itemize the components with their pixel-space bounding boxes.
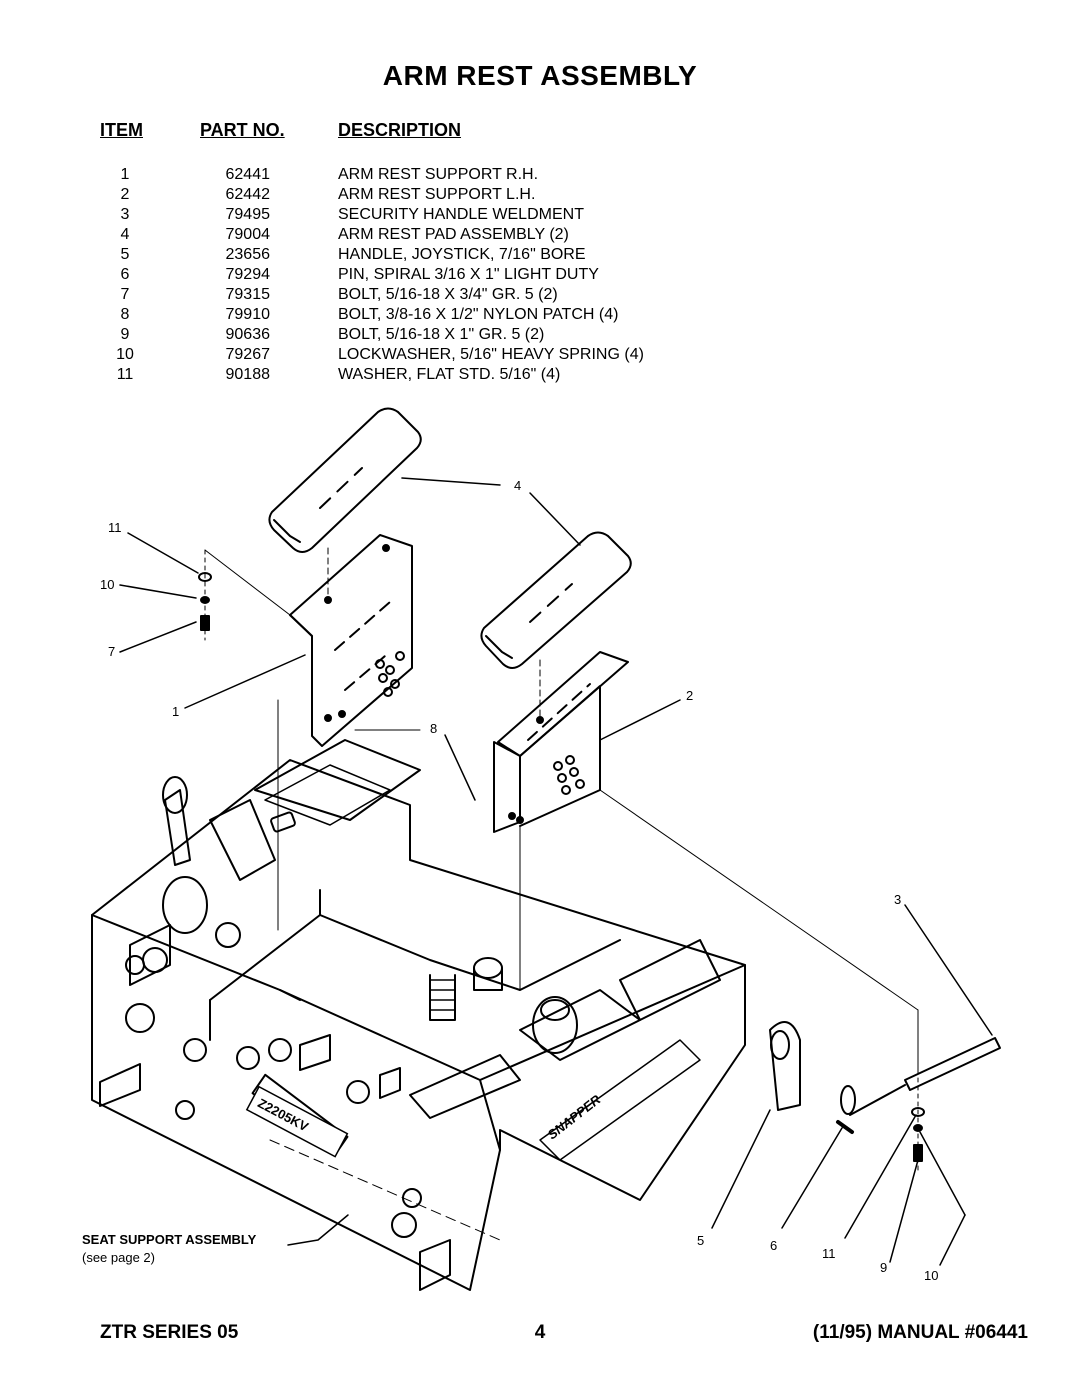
part-description: BOLT, 3/8-16 X 1/2" NYLON PATCH (4): [338, 306, 619, 323]
arm-rest-support-rh: [289, 534, 413, 747]
spiral-pin: [836, 1120, 854, 1134]
joystick-handle: [769, 1021, 801, 1111]
table-row: 9 90636 BOLT, 5/16-18 X 1" GR. 5 (2): [0, 325, 1080, 345]
table-row: 11 90188 WASHER, FLAT STD. 5/16" (4): [0, 365, 1080, 385]
security-handle-weldment: [840, 1037, 1001, 1116]
item-number: 5: [120, 246, 130, 263]
item-number: 1: [120, 166, 130, 183]
part-description: ARM REST PAD ASSEMBLY (2): [338, 226, 569, 243]
leader-lines: [119, 477, 993, 1266]
footer-manual: (11/95) MANUAL #06441: [812, 1322, 1028, 1343]
page-title: ARM REST ASSEMBLY: [382, 60, 698, 91]
part-number: 79004: [225, 226, 271, 243]
part-description: ARM REST SUPPORT L.H.: [338, 186, 536, 203]
part-number: 79910: [225, 306, 271, 323]
callout-6: 6: [770, 1238, 777, 1253]
part-number: 23656: [225, 246, 271, 263]
part-number: 79294: [225, 266, 271, 283]
callout-10: 10: [100, 577, 114, 592]
header-description: DESCRIPTION: [338, 120, 462, 140]
part-description: BOLT, 5/16-18 X 3/4" GR. 5 (2): [338, 286, 558, 303]
part-number: 62441: [225, 166, 271, 183]
item-number: 2: [120, 186, 130, 203]
part-description: BOLT, 5/16-18 X 1" GR. 5 (2): [338, 326, 545, 343]
callout-3: 3: [894, 892, 901, 907]
callout-4: 4: [514, 478, 521, 493]
callout-9: 9: [880, 1260, 887, 1275]
callout-2: 2: [686, 688, 693, 703]
item-number: 11: [116, 366, 134, 383]
part-description: HANDLE, JOYSTICK, 7/16" BORE: [338, 246, 586, 263]
table-row: 2 62442 ARM REST SUPPORT L.H.: [0, 185, 1080, 205]
part-number: 90188: [225, 366, 271, 383]
part-number: 90636: [225, 326, 271, 343]
table-row: 7 79315 BOLT, 5/16-18 X 3/4" GR. 5 (2): [0, 285, 1080, 305]
callout-11: 11: [108, 520, 122, 535]
arm-rest-pad-rh: [268, 407, 422, 553]
item-number: 8: [120, 306, 130, 323]
item-number: 3: [120, 206, 130, 223]
table-row: 6 79294 PIN, SPIRAL 3/16 X 1" LIGHT DUTY: [0, 265, 1080, 285]
page-number: 4: [534, 1322, 546, 1343]
part-description: LOCKWASHER, 5/16" HEAVY SPRING (4): [338, 346, 644, 363]
part-number: 79267: [225, 346, 271, 363]
footer-series: ZTR SERIES 05: [100, 1322, 239, 1343]
callout-10: 10: [924, 1268, 938, 1283]
header-item: ITEM: [100, 120, 143, 140]
part-number: 79495: [225, 206, 271, 223]
callout-7: 7: [108, 644, 115, 659]
part-description: WASHER, FLAT STD. 5/16" (4): [338, 366, 561, 383]
callout-11: 11: [822, 1246, 836, 1261]
table-row: 4 79004 ARM REST PAD ASSEMBLY (2): [0, 225, 1080, 245]
part-description: SECURITY HANDLE WELDMENT: [338, 206, 584, 223]
callout-1: 1: [172, 704, 179, 719]
arm-rest-pad-lh: [480, 531, 632, 669]
arm-rest-support-lh: [493, 651, 629, 833]
part-number: 62442: [225, 186, 271, 203]
item-number: 7: [120, 286, 130, 303]
seat-support-label: SEAT SUPPORT ASSEMBLY: [82, 1232, 257, 1247]
table-row: 10 79267 LOCKWASHER, 5/16" HEAVY SPRING …: [0, 345, 1080, 365]
table-row: 1 62441 ARM REST SUPPORT R.H.: [0, 165, 1080, 185]
fastener-stack-left: [198, 549, 291, 641]
table-row: 3 79495 SECURITY HANDLE WELDMENT: [0, 205, 1080, 225]
item-number: 9: [120, 326, 130, 343]
item-number: 6: [120, 266, 130, 283]
callout-5: 5: [697, 1233, 704, 1248]
part-description: ARM REST SUPPORT R.H.: [338, 166, 539, 183]
part-description: PIN, SPIRAL 3/16 X 1" LIGHT DUTY: [338, 266, 599, 283]
callout-8: 8: [430, 721, 437, 736]
assembly-guide-lines: [277, 547, 919, 1071]
table-row: 8 79910 BOLT, 3/8-16 X 1/2" NYLON PATCH …: [0, 305, 1080, 325]
seat-support-chassis: [91, 739, 746, 1291]
item-number: 10: [116, 346, 134, 363]
table-row: 5 23656 HANDLE, JOYSTICK, 7/16" BORE: [0, 245, 1080, 265]
header-part-no: PART NO.: [200, 120, 285, 140]
part-number: 79315: [225, 286, 271, 303]
seat-support-note: (see page 2): [82, 1250, 155, 1265]
item-number: 4: [120, 226, 130, 243]
